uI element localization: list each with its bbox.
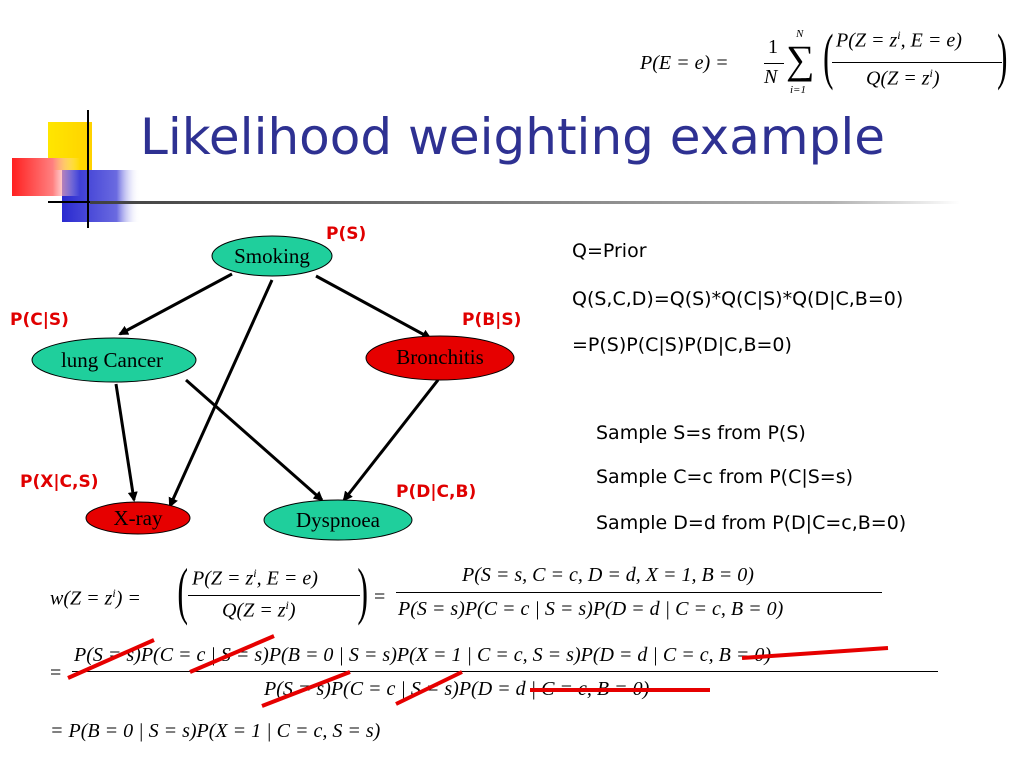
slide-title: Likelihood weighting example	[140, 108, 885, 166]
weight-lhs: w(Z = zi) =	[50, 586, 141, 610]
red-square	[12, 158, 80, 196]
edge-smoking-bronchitis	[315, 274, 432, 340]
sum-bottom: i=1	[790, 84, 806, 96]
node-xray-label: X-ray	[114, 506, 163, 530]
top-formula: P(E = e) = 1 N N ∑ i=1 ( P(Z = zi, E = e…	[640, 23, 1008, 96]
top-formula-den: Q(Z = zi)	[866, 66, 940, 90]
top-formula-lhs: P(E = e) =	[640, 52, 729, 74]
corner-decoration	[12, 110, 160, 228]
cancel-stroke-4	[261, 670, 351, 708]
node-bronchitis	[365, 335, 515, 381]
sum-top: N	[796, 28, 804, 40]
edge-cancer-dyspnoea	[185, 378, 324, 502]
node-dyspnoea	[263, 499, 413, 541]
weight-eq: =	[374, 586, 386, 608]
node-cancer-label: lung Cancer	[61, 348, 163, 372]
sample-line-3: Sample D=d from P(D|C=c,B=0)	[596, 512, 907, 534]
cpt-label-pxcs: P(X|C,S)	[20, 472, 99, 492]
cancel-stroke-2	[189, 634, 275, 674]
top-formula-n: N	[764, 66, 778, 88]
sample-line-1: Sample S=s from P(S)	[596, 422, 806, 444]
weight-r-num: P(S = s, C = c, D = d, X = 1, B = 0)	[462, 564, 754, 586]
edge-cancer-xray	[114, 383, 138, 502]
edge-smoking-xray	[168, 279, 274, 508]
node-bronchitis-label: Bronchitis	[396, 345, 484, 369]
cpt-label-pbs: P(B|S)	[462, 310, 522, 330]
right-text-line1: Q=Prior	[572, 240, 647, 262]
cpt-label-pcs: P(C|S)	[10, 310, 69, 330]
cancel-strokes	[67, 634, 889, 708]
node-smoking	[211, 235, 333, 277]
final-formula: = P(B = 0 | S = s)P(X = 1 | C = c, S = s…	[50, 720, 381, 742]
expand-formula: = P(S = s)P(C = c | S = s)P(B = 0 | S = …	[50, 640, 970, 712]
sample-line-2: Sample C=c from P(C|S=s)	[596, 466, 854, 488]
weight-p-den: Q(Z = zi)	[222, 598, 296, 622]
bayes-network: Smoking lung Cancer Bronchitis X-ray Dys…	[31, 235, 515, 541]
weight-r-den: P(S = s)P(C = c | S = s)P(D = d | C = c,…	[398, 598, 784, 620]
node-cancer	[31, 337, 197, 383]
right-text-line2: Q(S,C,D)=Q(S)*Q(C|S)*Q(D|C,B=0)	[572, 288, 904, 310]
sum-sign: ∑	[786, 37, 815, 82]
edge-bronchitis-dyspnoea	[342, 379, 440, 502]
weight-p-num: P(Z = zi, E = e)	[192, 566, 318, 590]
cpt-label-pdcb: P(D|C,B)	[396, 482, 477, 502]
node-smoking-label: Smoking	[234, 244, 310, 268]
title-rule	[90, 201, 960, 204]
expand-den: P(S = s)P(C = c | S = s)P(D = d | C = c,…	[264, 678, 650, 700]
top-formula-num: P(Z = zi, E = e)	[836, 28, 962, 52]
node-dyspnoea-label: Dyspnoea	[296, 508, 381, 532]
top-formula-one: 1	[768, 36, 778, 58]
expand-eq: =	[50, 662, 62, 684]
cancel-stroke-3	[741, 646, 889, 660]
expand-num: P(S = s)P(C = c | S = s)P(B = 0 | S = s)…	[74, 644, 772, 666]
cpt-label-ps: P(S)	[326, 224, 367, 244]
node-xray	[85, 501, 191, 535]
cancel-stroke-5	[395, 670, 463, 706]
right-text-line3: =P(S)P(C|S)P(D|C,B=0)	[572, 334, 792, 356]
edge-smoking-cancer	[118, 272, 233, 336]
weight-formula: w(Z = zi) = ( P(Z = zi, E = e) Q(Z = zi)…	[50, 555, 950, 638]
cancel-stroke-1	[67, 638, 155, 680]
